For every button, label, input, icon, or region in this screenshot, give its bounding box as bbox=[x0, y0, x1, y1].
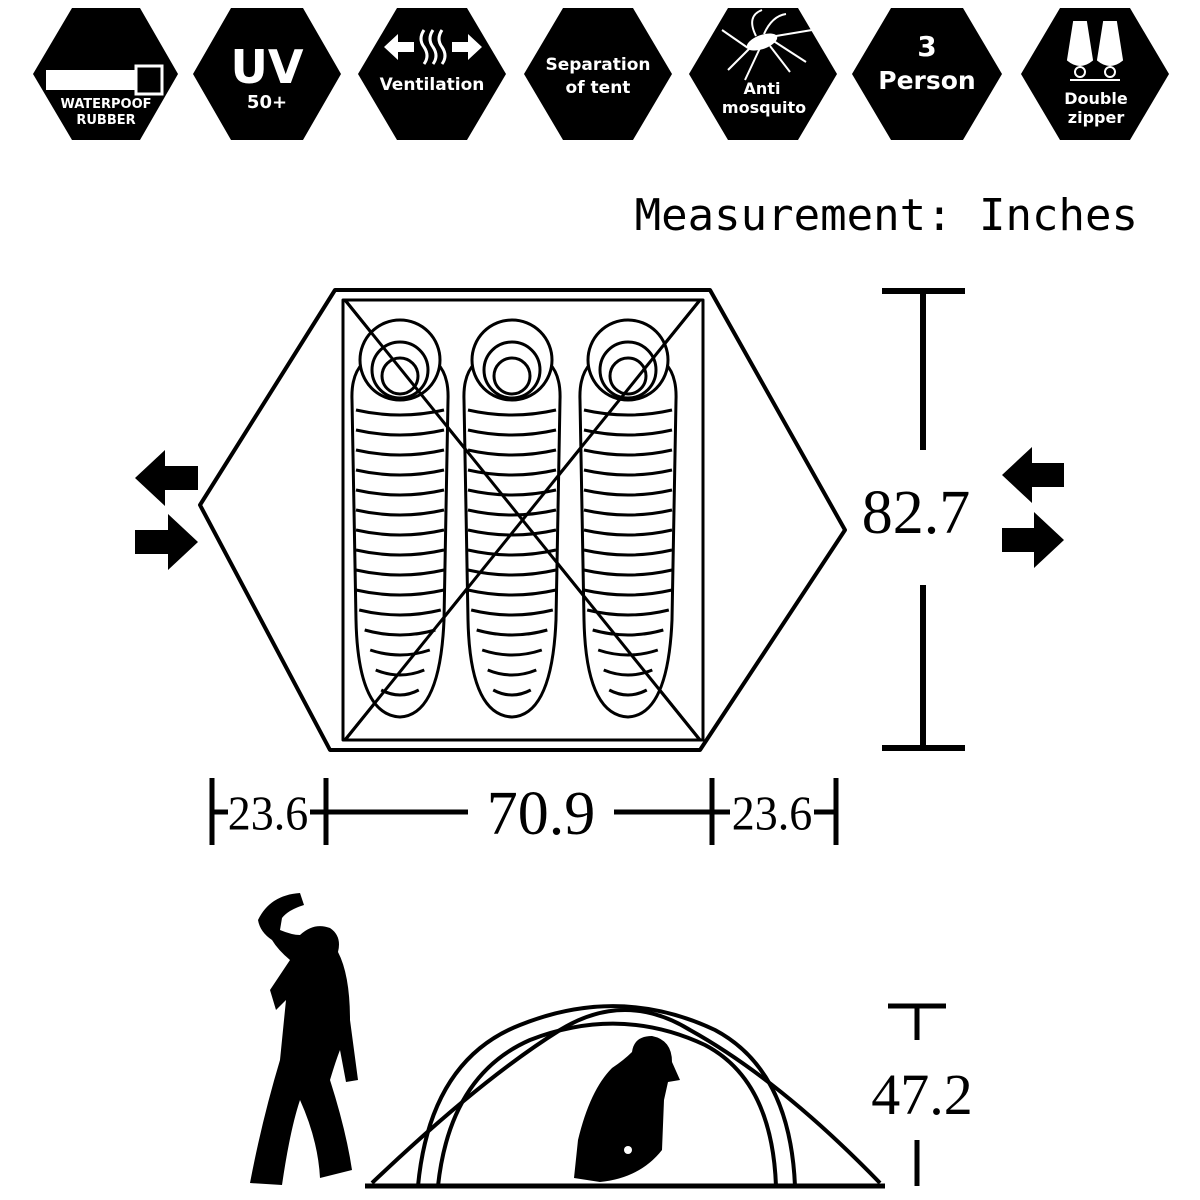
person-icon: 3 bbox=[917, 30, 936, 63]
width-dimension bbox=[209, 778, 839, 845]
feature-label-line: Ventilation bbox=[380, 75, 485, 95]
mosquito-icon bbox=[721, 9, 813, 81]
feature-label-line: Person bbox=[878, 66, 975, 95]
quilt-stripe bbox=[583, 408, 673, 417]
quilt-stripe bbox=[603, 668, 653, 677]
quilt-stripe bbox=[492, 688, 532, 697]
feature-uv: UV 50+ bbox=[193, 8, 341, 140]
quilt-stripe bbox=[583, 588, 673, 597]
quilt-stripe bbox=[470, 608, 554, 617]
feature-zipper: Double zipper bbox=[1021, 8, 1169, 140]
quilt-stripe bbox=[355, 508, 445, 517]
arrow-left-icon bbox=[1002, 447, 1064, 503]
quilt-stripe bbox=[467, 568, 557, 577]
quilt-stripe bbox=[467, 468, 557, 477]
inner-tent-outline bbox=[341, 298, 705, 742]
vestibule-left-value: 23.6 bbox=[228, 788, 308, 841]
airflow-arrows-left bbox=[135, 450, 198, 570]
quilt-stripe bbox=[355, 448, 445, 457]
quilt-stripe bbox=[592, 628, 664, 637]
arrow-right-icon bbox=[135, 514, 198, 570]
floor-plan bbox=[198, 288, 847, 752]
height-value: 47.2 bbox=[871, 1062, 973, 1127]
quilt-stripe bbox=[467, 588, 557, 597]
sleeping-bag bbox=[350, 318, 450, 719]
feature-label-line: 50+ bbox=[247, 92, 287, 113]
quilt-stripe bbox=[467, 428, 557, 437]
quilt-stripe bbox=[467, 448, 557, 457]
quilt-stripe bbox=[597, 648, 659, 657]
feature-mosquito: Anti mosquito bbox=[689, 8, 837, 140]
height-dimension bbox=[888, 1003, 946, 1186]
feature-label-line: Double bbox=[1064, 89, 1128, 108]
quilt-stripe bbox=[583, 508, 673, 517]
feature-label-line: of tent bbox=[566, 78, 631, 98]
uv-icon: UV bbox=[231, 40, 304, 94]
quilt-stripe bbox=[358, 608, 442, 617]
quilt-stripe bbox=[583, 528, 673, 537]
quilt-stripe bbox=[355, 488, 445, 497]
feature-label-line: Separation bbox=[545, 55, 650, 75]
feature-badges: WATERPOOF RUBBER UV 50+ Ventilation bbox=[33, 8, 1169, 140]
quilt-stripe bbox=[583, 488, 673, 497]
quilt-stripe bbox=[583, 468, 673, 477]
tent-side-view bbox=[365, 1004, 885, 1189]
feature-label-line: Anti bbox=[744, 79, 781, 98]
sleeping-bag-quilting bbox=[355, 408, 673, 697]
quilt-stripe bbox=[583, 448, 673, 457]
sleeping-bag bbox=[462, 318, 562, 719]
feature-label-line: WATERPOOF bbox=[60, 97, 151, 112]
feature-label-line: zipper bbox=[1068, 108, 1125, 127]
quilt-stripe bbox=[355, 568, 445, 577]
quilt-stripe bbox=[355, 468, 445, 477]
feature-separation: Separation of tent bbox=[524, 8, 672, 140]
length-value: 82.7 bbox=[862, 479, 971, 547]
vestibule-right-value: 23.6 bbox=[732, 788, 812, 841]
quilt-stripe bbox=[369, 648, 431, 657]
quilt-stripe bbox=[608, 688, 648, 697]
zipper-icon bbox=[1066, 21, 1124, 81]
feature-person: 3 Person bbox=[852, 8, 1002, 140]
feature-ventilation: Ventilation bbox=[358, 8, 506, 140]
quilt-stripe bbox=[487, 668, 537, 677]
feature-label-line: mosquito bbox=[722, 98, 806, 117]
airflow-arrows-right bbox=[1002, 447, 1064, 568]
quilt-stripe bbox=[355, 428, 445, 437]
measurement-label: Measurement: Inches bbox=[635, 190, 1138, 241]
ventilation-icon bbox=[384, 29, 482, 65]
quilt-stripe bbox=[355, 528, 445, 537]
quilt-stripe bbox=[355, 588, 445, 597]
inner-width-value: 70.9 bbox=[487, 780, 596, 848]
crouching-person-silhouette bbox=[574, 1036, 680, 1182]
quilt-stripe bbox=[583, 548, 673, 557]
quilt-stripe bbox=[375, 668, 425, 677]
tent-fly-outline bbox=[198, 288, 847, 752]
feature-waterproof: WATERPOOF RUBBER bbox=[33, 8, 178, 140]
length-dimension bbox=[882, 288, 965, 751]
waterproof-rubber-icon bbox=[46, 64, 164, 96]
quilt-stripe bbox=[481, 648, 543, 657]
quilt-stripe bbox=[467, 408, 557, 417]
feature-label-line: RUBBER bbox=[76, 113, 135, 128]
arrow-left-icon bbox=[135, 450, 198, 506]
quilt-stripe bbox=[364, 628, 436, 637]
quilt-stripe bbox=[467, 488, 557, 497]
arrow-right-icon bbox=[1002, 512, 1064, 568]
standing-person-silhouette bbox=[250, 893, 358, 1185]
quilt-stripe bbox=[583, 568, 673, 577]
sleeping-bag bbox=[578, 318, 678, 719]
quilt-stripe bbox=[355, 548, 445, 557]
quilt-stripe bbox=[467, 508, 557, 517]
quilt-stripe bbox=[476, 628, 548, 637]
